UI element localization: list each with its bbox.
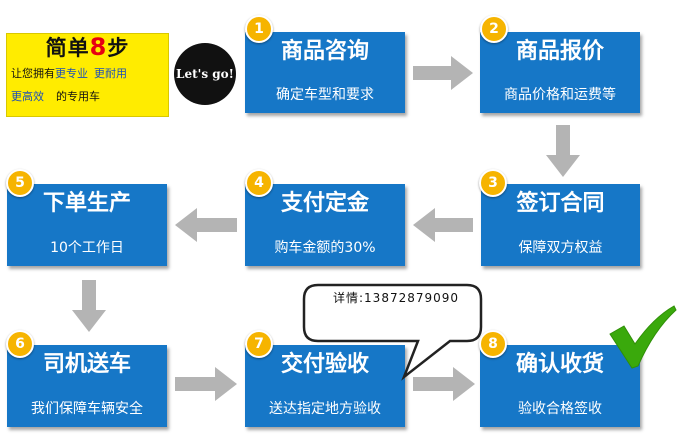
arrow-left-icon [175,208,237,242]
arrow-right-icon [413,367,475,401]
contact-speech-bubble [300,281,485,383]
step-8-title: 确认收货 [515,352,604,377]
intro-banner: 简单8步 让您拥有更专业更耐用 更高效的专用车 [6,33,169,117]
contact-phone-text: 详情:13872879090 [333,291,460,305]
step-4-box: 支付定金 购车金额的30% [245,184,405,266]
step-8-subtitle: 验收合格签收 [518,401,602,417]
step-1-box: 商品咨询 确定车型和要求 [245,32,405,113]
step-7-number-badge: 7 [245,330,273,358]
step-2-box: 商品报价 商品价格和运费等 [480,32,640,113]
step-4-number-badge: 4 [245,169,273,197]
step-5-box: 下单生产 10个工作日 [7,184,167,266]
step-2-subtitle: 商品价格和运费等 [504,87,616,103]
step-3-subtitle: 保障双方权益 [518,240,603,256]
step-5-number-badge: 5 [6,169,34,197]
step-1-subtitle: 确定车型和要求 [276,87,374,103]
step-2-title: 商品报价 [515,39,604,64]
intro-line-2: 更高效的专用车 [11,90,100,103]
step-5-subtitle: 10个工作日 [50,240,124,256]
intro-line-1: 让您拥有更专业更耐用 [11,67,127,80]
step-6-subtitle: 我们保障车辆安全 [31,401,143,417]
step-4-subtitle: 购车金额的30% [274,240,376,256]
lets-go-badge: Let's go! [174,43,236,105]
step-8-box: 确认收货 验收合格签收 [480,345,640,427]
step-1-title: 商品咨询 [280,39,369,64]
arrow-down-icon [72,280,106,332]
step-6-title: 司机送车 [42,352,131,377]
arrow-left-icon [413,208,473,242]
step-6-number-badge: 6 [6,330,34,358]
step-8-number-badge: 8 [479,330,507,358]
arrow-down-icon [546,125,580,177]
step-4-title: 支付定金 [280,191,369,216]
step-3-title: 签订合同 [516,191,605,216]
step-7-subtitle: 送达指定地方验收 [269,401,381,417]
step-3-number-badge: 3 [479,169,507,197]
step-5-title: 下单生产 [42,191,131,216]
step-2-number-badge: 2 [480,15,508,43]
checkmark-icon [608,304,678,374]
step-1-number-badge: 1 [245,15,273,43]
arrow-right-icon [175,367,237,401]
step-7-title: 交付验收 [280,352,369,377]
step-3-box: 签订合同 保障双方权益 [481,184,640,266]
arrow-right-icon [413,56,473,90]
step-6-box: 司机送车 我们保障车辆安全 [7,345,167,427]
intro-title: 简单8步 [45,33,130,61]
step-7-box: 交付验收 送达指定地方验收 [245,345,405,427]
